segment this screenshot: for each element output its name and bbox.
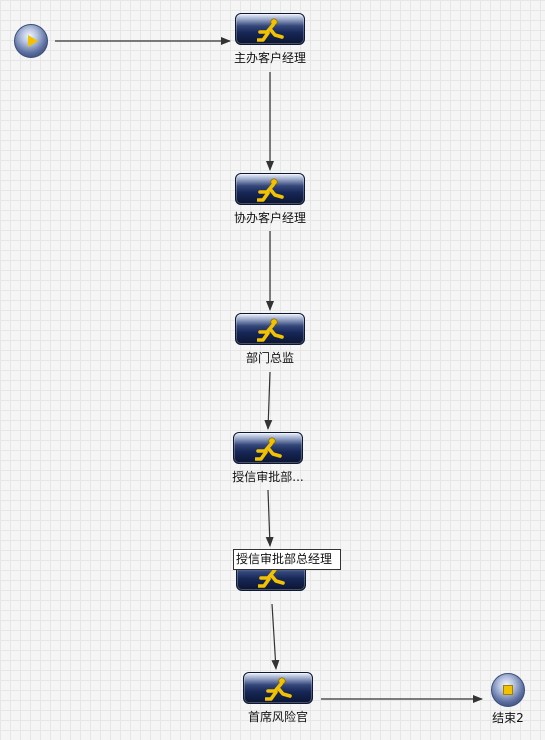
task-node-1[interactable]: [235, 13, 305, 45]
end-event-label: 结束2: [492, 711, 524, 725]
user-task-icon: [265, 677, 292, 701]
end-event[interactable]: [491, 673, 525, 707]
user-task-icon: [255, 437, 282, 461]
user-task-icon: [257, 318, 284, 342]
start-event[interactable]: [14, 24, 48, 58]
task-node-3[interactable]: [235, 313, 305, 345]
edge-task-3-to-task-4[interactable]: [264, 371, 273, 430]
edge-task-4-to-task-5[interactable]: [265, 489, 274, 547]
task-label-3: 部门总监: [245, 351, 294, 365]
task-label-4: 授信审批部...: [232, 470, 304, 484]
play-icon: [28, 35, 38, 47]
task-node-4[interactable]: [233, 432, 303, 464]
task-label-1: 主办客户经理: [233, 51, 306, 65]
edge-task-5-to-task-6[interactable]: [271, 603, 280, 670]
task-label-2: 协办客户经理: [233, 211, 306, 225]
task-tooltip: 授信审批部总经理: [233, 549, 341, 570]
user-task-icon: [257, 18, 284, 42]
task-node-6[interactable]: [243, 672, 313, 704]
stop-icon: [503, 685, 513, 695]
user-task-icon: [257, 178, 284, 202]
task-label-6: 首席风险官: [247, 710, 308, 724]
task-node-2[interactable]: [235, 173, 305, 205]
